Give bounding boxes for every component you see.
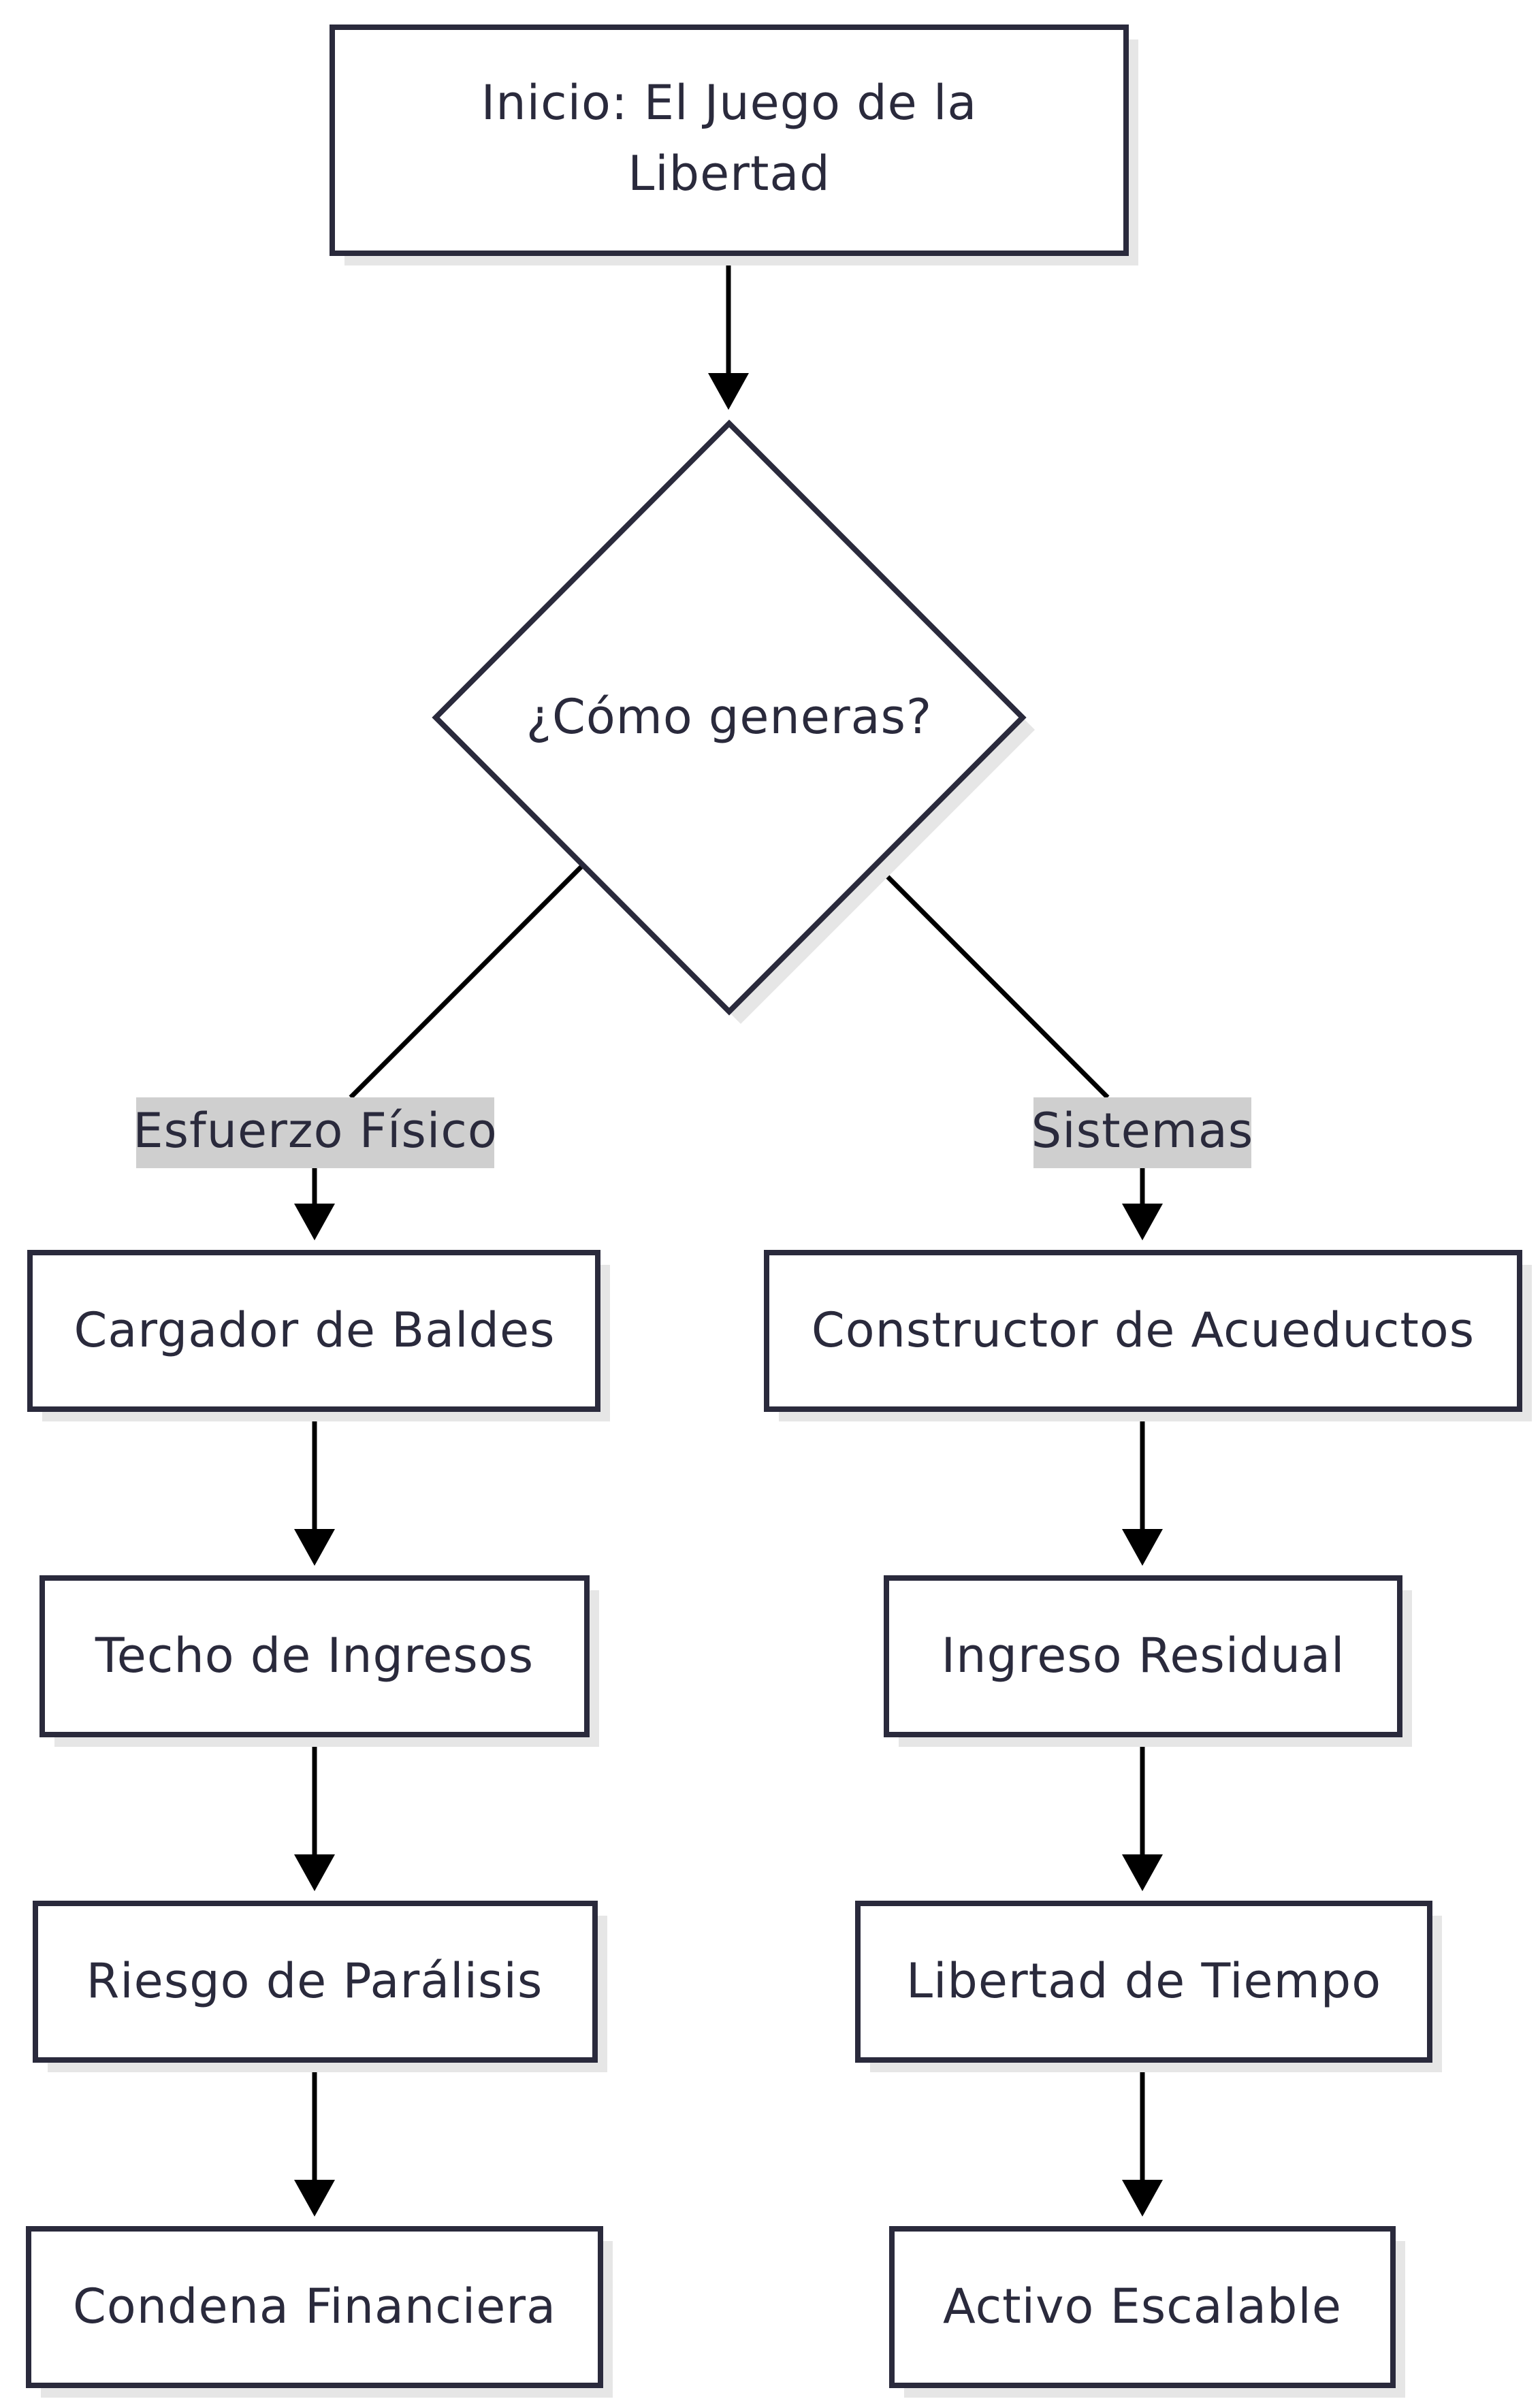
right-node-ingreso: Ingreso Residual [884,1575,1412,1747]
edges [294,253,1163,2217]
left-node-techo: Techo de Ingresos [39,1575,599,1747]
left-node-cargador: Cargador de Baldes [27,1250,610,1421]
edge-label-right-text: Sistemas [1031,1103,1253,1159]
arrowhead-condena [294,2180,335,2217]
arrowhead-ingreso [1122,1529,1163,1566]
right-node-libertad: Libertad de Tiempo [855,1901,1442,2072]
arrowhead-techo [294,1529,335,1566]
left-node-condena-text: Condena Financiera [73,2279,556,2334]
start-node-line2: Libertad [628,146,831,202]
decision-text: ¿Cómo generas? [526,689,932,745]
left-node-cargador-text: Cargador de Baldes [74,1302,555,1358]
edge-decision-to-left-label [349,864,584,1099]
start-node: Inicio: El Juego de la Libertad [330,25,1138,265]
right-node-activo-text: Activo Escalable [943,2279,1342,2334]
left-node-riesgo: Riesgo de Parálisis [33,1901,607,2072]
right-node-constructor-text: Constructor de Acueductos [812,1302,1475,1358]
left-node-riesgo-text: Riesgo de Parálisis [86,1953,543,2009]
left-node-techo-text: Techo de Ingresos [95,1628,534,1684]
edge-decision-to-right-label [875,864,1110,1099]
arrowhead-left-label [294,1204,335,1240]
arrowhead-activo [1122,2180,1163,2217]
start-node-line1: Inicio: El Juego de la [481,75,978,131]
right-node-libertad-text: Libertad de Tiempo [906,1953,1381,2009]
arrowhead-start-to-decision [708,373,749,410]
right-node-activo: Activo Escalable [889,2226,1405,2398]
arrowhead-riesgo [294,1854,335,1891]
arrowhead-right-label [1122,1204,1163,1240]
right-node-ingreso-text: Ingreso Residual [942,1628,1345,1684]
edge-label-left: Esfuerzo Físico [133,1097,497,1168]
edge-label-left-text: Esfuerzo Físico [133,1103,497,1159]
left-node-condena: Condena Financiera [26,2226,613,2398]
decision-node: ¿Cómo generas? [432,419,1035,1024]
edge-label-right: Sistemas [1031,1097,1253,1168]
right-node-constructor: Constructor de Acueductos [764,1250,1532,1421]
arrowhead-libertad [1122,1854,1163,1891]
